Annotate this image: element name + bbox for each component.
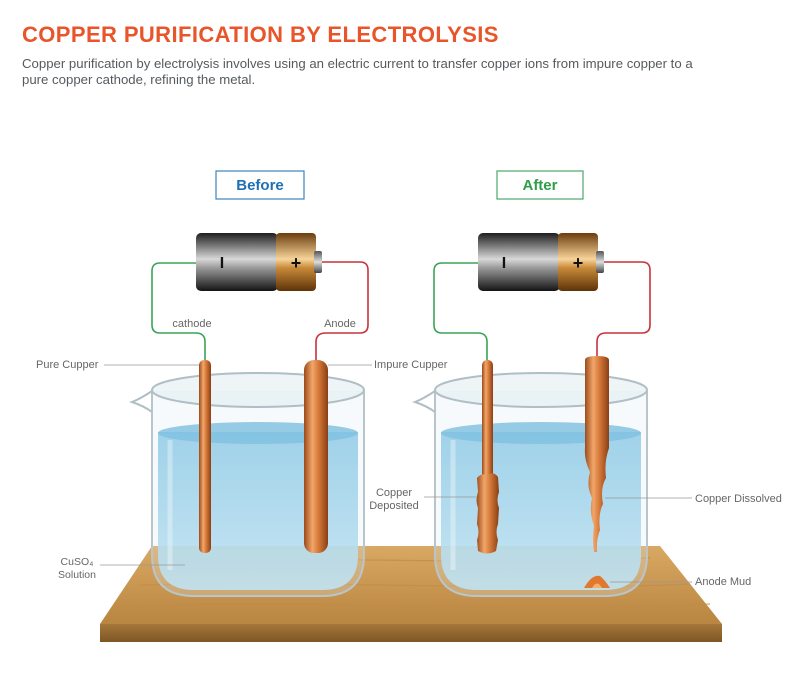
deposited-label-line1: Copper	[376, 487, 412, 499]
before-tag-box	[215, 170, 305, 200]
negative-wire	[151, 262, 206, 362]
beaker-before	[129, 372, 365, 597]
battery-negative-end	[196, 233, 278, 291]
pure-copper-cathode	[199, 360, 211, 553]
page-title: COPPER PURIFICATION BY ELECTROLYSIS	[22, 22, 499, 47]
positive-wire	[596, 261, 651, 362]
solution-label-line1: CuSO₄	[61, 556, 94, 568]
battery-terminal	[314, 251, 322, 273]
after-tag: After	[522, 177, 557, 194]
anode-mud-pile	[584, 575, 610, 588]
negative-wire	[433, 262, 488, 362]
anode-label: Anode	[324, 318, 356, 330]
battery-negative-end	[478, 233, 560, 291]
impure-copper-anode	[304, 360, 328, 553]
anode-mud-label: Anode Mud	[695, 576, 751, 588]
solution-label-line2: Solution	[58, 569, 96, 581]
after-tag-box	[496, 170, 584, 200]
battery-positive-end	[558, 233, 598, 291]
cathode-label: cathode	[172, 318, 211, 330]
impure-copper-label: Impure Cupper	[374, 359, 448, 371]
battery-minus-sign: I	[502, 255, 506, 272]
after-panel: After I + Copper	[369, 170, 782, 597]
battery-positive-end	[276, 233, 316, 291]
page-description: Copper purification by electrolysis invo…	[22, 56, 693, 87]
beaker-after	[412, 372, 648, 597]
battery-plus-sign: +	[291, 253, 302, 273]
copper-deposit	[476, 473, 499, 554]
deposited-label-line2: Deposited	[369, 500, 419, 512]
positive-wire	[315, 261, 369, 362]
battery-after: I +	[478, 233, 604, 291]
pure-copper-label: Pure Cupper	[36, 359, 99, 371]
battery-terminal	[596, 251, 604, 273]
copper-dissolved-label: Copper Dissolved	[695, 493, 782, 505]
battery-before: I +	[196, 233, 322, 291]
battery-minus-sign: I	[220, 255, 224, 272]
before-panel: Before I + cathode Anode Pure Cupper	[36, 170, 448, 597]
battery-plus-sign: +	[573, 253, 584, 273]
before-tag: Before	[236, 177, 284, 194]
dissolving-anode	[584, 356, 609, 552]
